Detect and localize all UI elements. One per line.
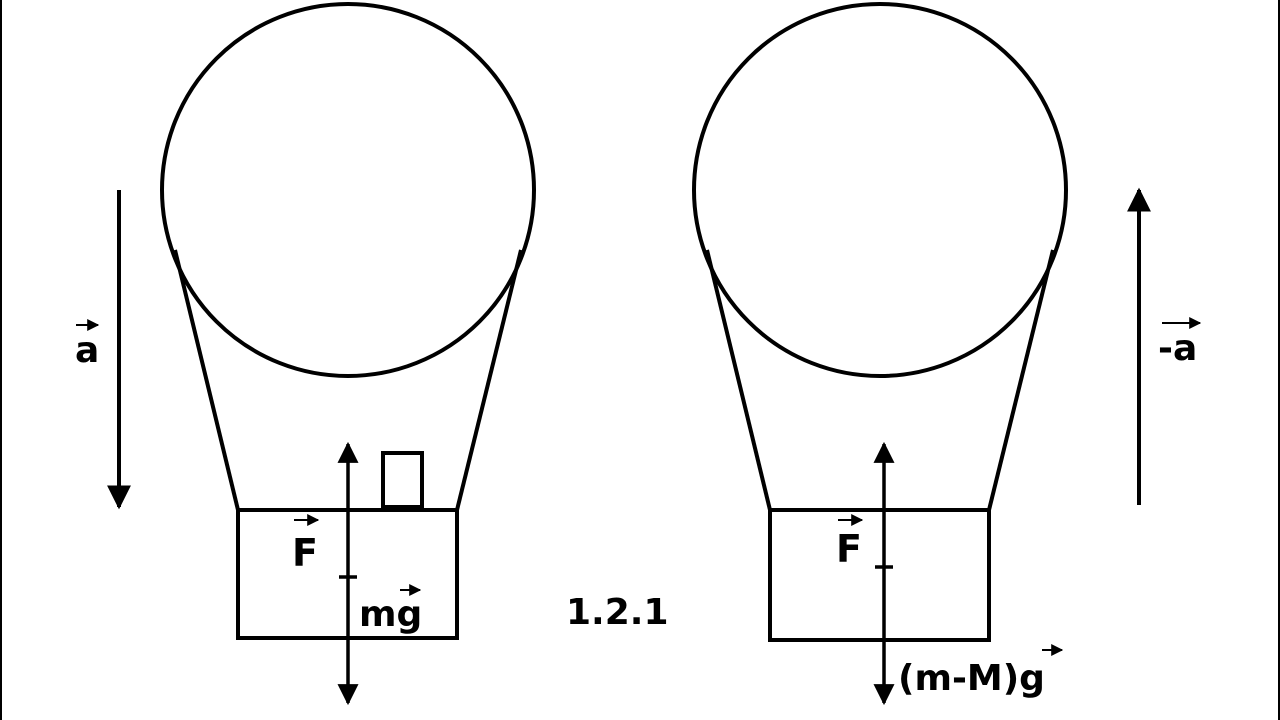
right-force-label: F [836,514,864,571]
right-balloon-envelope [692,2,1068,378]
left-balloon-small-box [381,451,424,509]
right-acceleration-text: -a [1158,328,1197,369]
right-balloon-basket [768,508,991,642]
left-weight-label: mg [359,584,422,635]
left-force-label: F [292,514,320,575]
left-weight-text: mg [359,594,422,635]
right-acceleration-label: -a [1158,317,1202,369]
right-balloon: -a F (m-M)g [692,2,1202,706]
right-weight-text: (m-M)g [898,658,1045,699]
right-balloon-rope-left [705,249,772,511]
right-balloon-rope-right [987,249,1055,511]
left-balloon-envelope [160,2,536,378]
left-force-text: F [292,531,318,575]
left-acceleration-label: a [75,319,99,371]
diagram-id: 1.2.1 [566,592,669,633]
left-balloon-rope-right [455,249,523,511]
left-balloon-rope-left [173,249,240,511]
right-weight-label: (m-M)g [898,644,1064,699]
left-acceleration-text: a [75,330,99,371]
left-balloon: a F mg [75,2,536,706]
right-force-text: F [836,527,862,571]
